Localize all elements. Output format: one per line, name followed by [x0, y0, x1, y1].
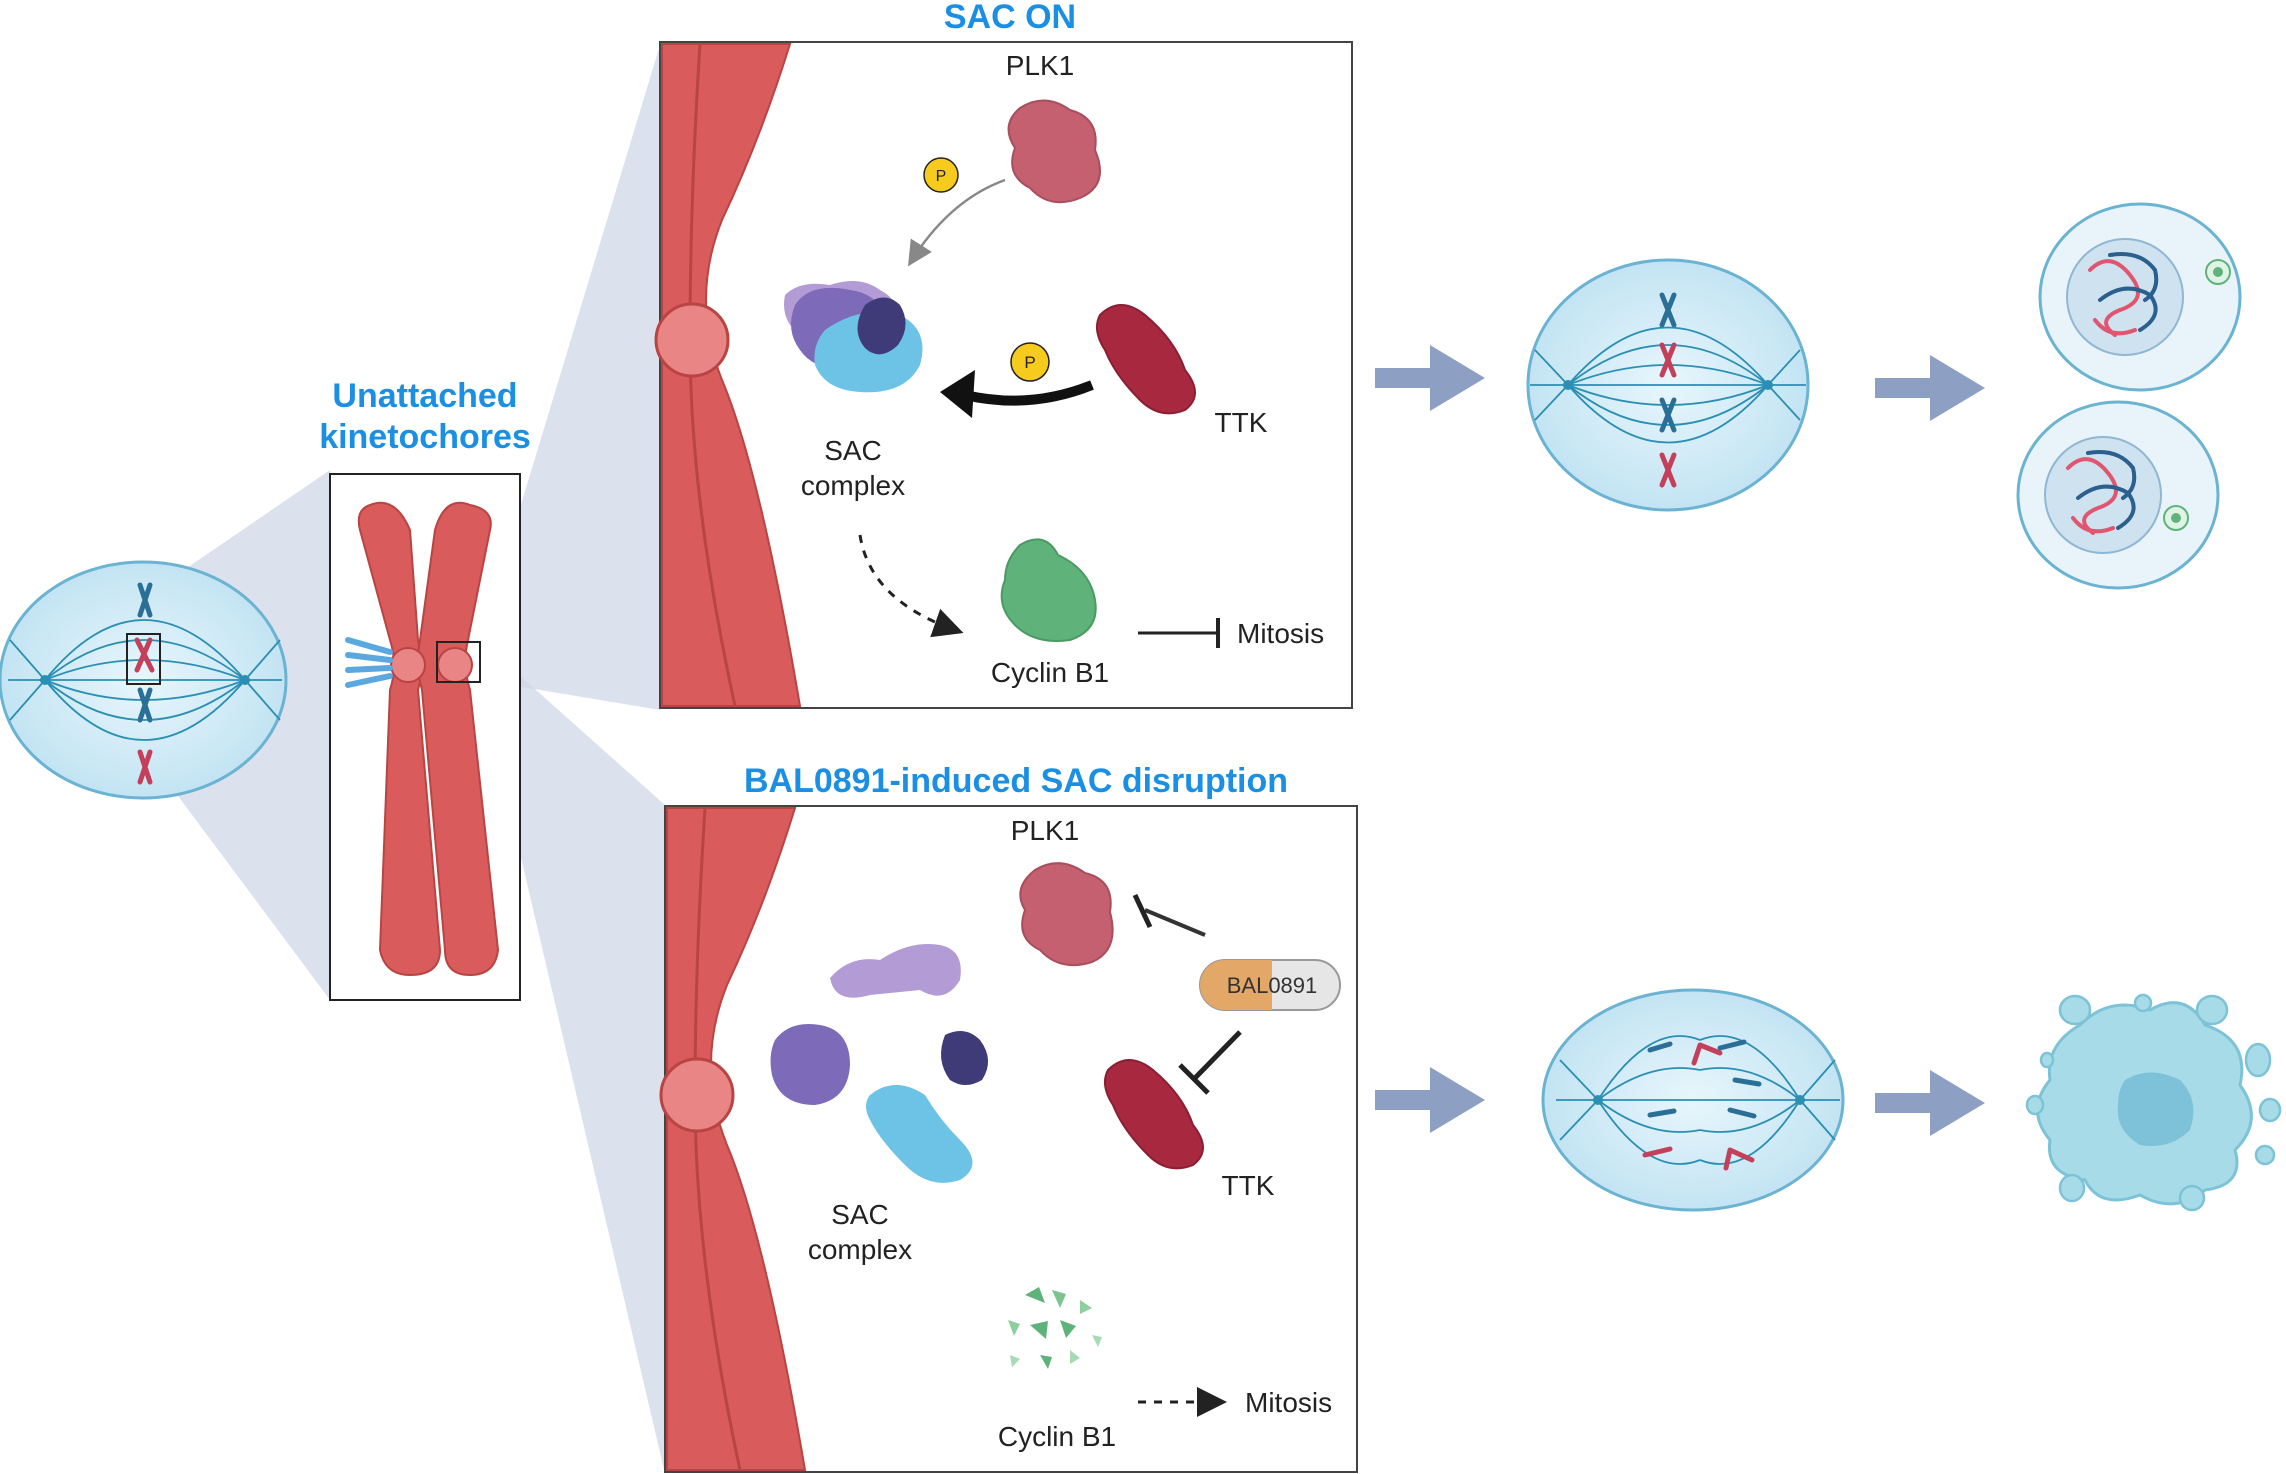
ttk-protein-icon: [1095, 304, 1196, 415]
phosphate-icon: P: [923, 157, 959, 193]
sac-complex-label-line2: complex: [808, 1234, 912, 1265]
unattached-title-line2: kinetochores: [319, 418, 531, 456]
sac-complex-label-line1: SAC: [831, 1199, 889, 1230]
sac-complex-label-line2: complex: [801, 470, 905, 501]
daughter-cell-upper: [2038, 202, 2242, 392]
chromosome-panel: [329, 473, 521, 1001]
metaphase-cell-left: [0, 560, 288, 800]
sac-disruption-panel: PLK1 BAL0891 SAC complex TTK: [659, 805, 1358, 1473]
plk1-protein-icon: [1007, 99, 1101, 204]
phosphate-icon: P: [1010, 342, 1050, 382]
sac-on-panel: PLK1 P SAC complex TTK P: [654, 41, 1353, 709]
cyclin-b1-fragments-icon: [1008, 1287, 1102, 1369]
metaphase-cell-top-right: [1526, 258, 1810, 512]
mitosis-label: Mitosis: [1245, 1387, 1332, 1418]
phosphate-label: P: [1024, 353, 1035, 372]
sac-complex-icon: [784, 281, 923, 393]
flow-arrows: [1375, 345, 1985, 1136]
phosphate-label: P: [936, 168, 947, 185]
daughter-cell-lower: [2016, 400, 2220, 590]
sac-complex-fragments-icon: [770, 944, 989, 1183]
sac-on-title: SAC ON: [944, 0, 1076, 36]
cyclin-b1-protein-icon: [1000, 538, 1097, 642]
ttk-label: TTK: [1222, 1170, 1275, 1201]
bal0891-drug-icon: BAL0891: [1199, 959, 1341, 1011]
plk1-protein-icon: [1019, 862, 1114, 966]
unattached-title-line1: Unattached: [332, 377, 517, 415]
plk1-label: PLK1: [1011, 815, 1080, 846]
cyclin-b1-label: Cyclin B1: [991, 657, 1109, 688]
sac-complex-label-line1: SAC: [824, 435, 882, 466]
mitosis-label: Mitosis: [1237, 618, 1324, 649]
bal0891-label: BAL0891: [1227, 973, 1318, 998]
kinetochore-fibers-icon: [345, 637, 393, 688]
ttk-label: TTK: [1215, 407, 1268, 438]
aberrant-mitosis-cell: [1541, 988, 1845, 1212]
disruption-title: BAL0891-induced SAC disruption: [744, 762, 1288, 800]
phosphorylation-arrowhead: [940, 370, 975, 418]
cell-death-icon: [2025, 993, 2282, 1212]
ttk-protein-icon: [1103, 1059, 1204, 1170]
cyclin-b1-label: Cyclin B1: [998, 1421, 1116, 1452]
plk1-label: PLK1: [1006, 50, 1075, 81]
